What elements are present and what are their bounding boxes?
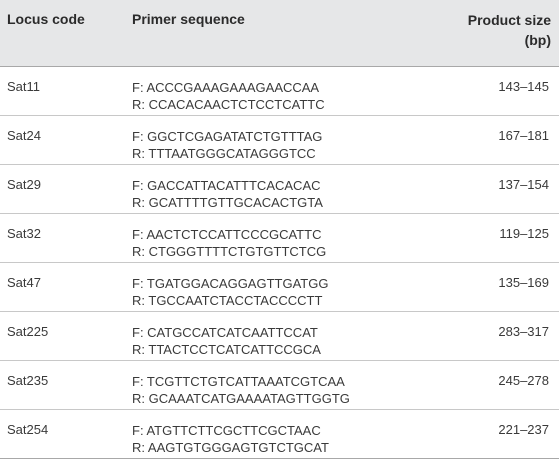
table-row: Sat24 F: GGCTCGAGATATCTGTTTAG R: TTTAATGGG… — [0, 116, 559, 165]
table-header: Locus code Primer sequence Product size … — [0, 0, 559, 67]
reverse-primer: R: CTGGGTTTTCTGTGTTCTCG — [132, 244, 327, 259]
reverse-primer: R: TTTAATGGGCATAGGGTCC — [132, 146, 316, 161]
locus-code-cell: Sat235 — [7, 373, 49, 388]
table-body: Sat11 F: ACCCGAAAGAAAGAACCAA R: CCACACAACT… — [0, 67, 559, 459]
table-row: Sat32 F: AACTCTCCATTCCCGCATTC R: CTGGGTTTT… — [0, 214, 559, 263]
table-row: Sat225 F: CATGCCATCATCAATTCCAT R: TTACTCCT… — [0, 312, 559, 361]
table-row: Sat254 F: ATGTTCTTCGCTTCGCTAAC R: AAGTGTGG… — [0, 410, 559, 459]
product-size-cell: 135–169 — [498, 275, 549, 290]
reverse-primer: R: AAGTGTGGGAGTGTCTGCAT — [132, 440, 329, 455]
reverse-primer: R: CCACACAACTCTCCTCATTC — [132, 97, 325, 112]
locus-code-cell: Sat47 — [7, 275, 41, 290]
primer-sequence-cell: F: CATGCCATCATCAATTCCAT R: TTACTCCTCATCAT… — [132, 324, 321, 358]
product-size-cell: 283–317 — [498, 324, 549, 339]
forward-primer: F: TCGTTCTGTCATTAAATCGTCAA — [132, 374, 345, 389]
locus-code-cell: Sat11 — [7, 79, 41, 94]
reverse-primer: R: GCAAATCATGAAAATAGTTGGTG — [132, 391, 350, 406]
header-locus-code: Locus code — [7, 11, 85, 27]
primer-sequence-cell: F: TGATGGACAGGAGTTGATGG R: TGCCAATCTACCTA… — [132, 275, 328, 309]
product-size-cell: 167–181 — [498, 128, 549, 143]
table-row: Sat29 F: GACCATTACATTTCACACAC R: GCATTTTGT… — [0, 165, 559, 214]
table-row: Sat235 F: TCGTTCTGTCATTAAATCGTCAA R: GCAAA… — [0, 361, 559, 410]
forward-primer: F: CATGCCATCATCAATTCCAT — [132, 325, 318, 340]
primer-sequence-cell: F: ATGTTCTTCGCTTCGCTAAC R: AAGTGTGGGAGTGT… — [132, 422, 329, 456]
reverse-primer: R: TTACTCCTCATCATTCCGCA — [132, 342, 321, 357]
locus-code-cell: Sat32 — [7, 226, 41, 241]
primer-sequence-cell: F: GGCTCGAGATATCTGTTTAG R: TTTAATGGGCATAG… — [132, 128, 322, 162]
primer-sequence-cell: F: GACCATTACATTTCACACAC R: GCATTTTGTTGCAC… — [132, 177, 323, 211]
locus-code-cell: Sat29 — [7, 177, 41, 192]
product-size-cell: 137–154 — [498, 177, 549, 192]
primer-sequence-cell: F: AACTCTCCATTCCCGCATTC R: CTGGGTTTTCTGTG… — [132, 226, 326, 260]
forward-primer: F: GACCATTACATTTCACACAC — [132, 178, 321, 193]
locus-code-cell: Sat254 — [7, 422, 49, 437]
table-row: Sat47 F: TGATGGACAGGAGTTGATGG R: TGCCAATCT… — [0, 263, 559, 312]
product-size-cell: 143–145 — [498, 79, 549, 94]
reverse-primer: R: GCATTTTGTTGCACACTGTA — [132, 195, 323, 210]
header-product-size: Product size (bp) — [431, 10, 551, 50]
locus-code-cell: Sat225 — [7, 324, 49, 339]
table-row: Sat11 F: ACCCGAAAGAAAGAACCAA R: CCACACAACT… — [0, 67, 559, 116]
header-product-size-unit: (bp) — [524, 32, 551, 48]
header-product-size-line1: Product size — [467, 12, 551, 28]
primer-sequence-cell: F: TCGTTCTGTCATTAAATCGTCAA R: GCAAATCATGA… — [132, 373, 350, 407]
forward-primer: F: AACTCTCCATTCCCGCATTC — [132, 227, 322, 242]
primer-sequence-cell: F: ACCCGAAAGAAAGAACCAA R: CCACACAACTCTCCT… — [132, 79, 325, 113]
product-size-cell: 119–125 — [499, 226, 549, 241]
locus-code-cell: Sat24 — [7, 128, 41, 143]
product-size-cell: 221–237 — [498, 422, 549, 437]
forward-primer: F: ACCCGAAAGAAAGAACCAA — [132, 80, 320, 95]
header-primer-sequence: Primer sequence — [132, 11, 245, 27]
forward-primer: F: TGATGGACAGGAGTTGATGG — [132, 276, 329, 291]
forward-primer: F: ATGTTCTTCGCTTCGCTAAC — [132, 423, 321, 438]
product-size-cell: 245–278 — [498, 373, 549, 388]
reverse-primer: R: TGCCAATCTACCTACCCCTT — [132, 293, 323, 308]
forward-primer: F: GGCTCGAGATATCTGTTTAG — [132, 129, 323, 144]
primer-table: Locus code Primer sequence Product size … — [0, 0, 559, 459]
